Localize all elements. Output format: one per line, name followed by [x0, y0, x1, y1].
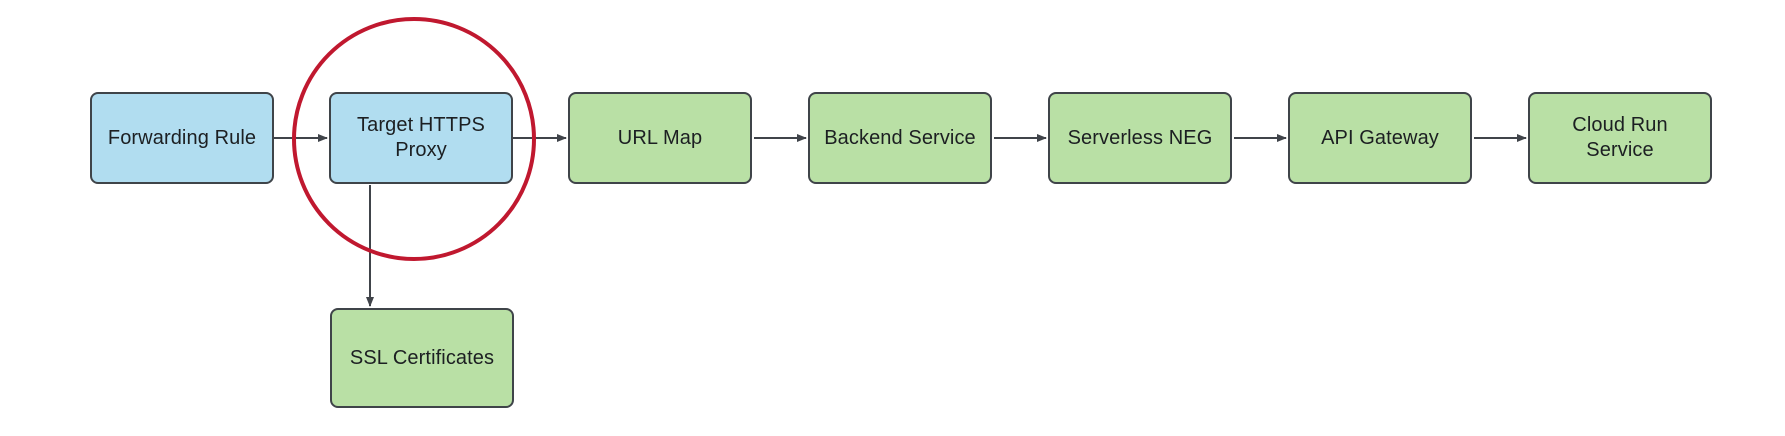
node-backend-service[interactable]: Backend Service: [808, 92, 992, 184]
node-forwarding-rule[interactable]: Forwarding Rule: [90, 92, 274, 184]
node-cloud-run-service[interactable]: Cloud Run Service: [1528, 92, 1712, 184]
node-label-backend-service: Backend Service: [824, 126, 976, 149]
node-label-ssl-certificates: SSL Certificates: [349, 346, 495, 369]
node-api-gateway[interactable]: API Gateway: [1288, 92, 1472, 184]
node-label-api-gateway: API Gateway: [1321, 126, 1439, 149]
node-url-map[interactable]: URL Map: [568, 92, 752, 184]
node-serverless-neg[interactable]: Serverless NEG: [1048, 92, 1232, 184]
annotation-highlight-circle-target-https-proxy: [292, 17, 536, 261]
node-label-url-map: URL Map: [617, 126, 703, 149]
node-label-cloud-run-service: Cloud Run Service: [1572, 114, 1668, 161]
node-label-forwarding-rule: Forwarding Rule: [107, 126, 257, 149]
node-ssl-certificates[interactable]: SSL Certificates: [330, 308, 514, 408]
node-label-serverless-neg: Serverless NEG: [1067, 126, 1213, 149]
